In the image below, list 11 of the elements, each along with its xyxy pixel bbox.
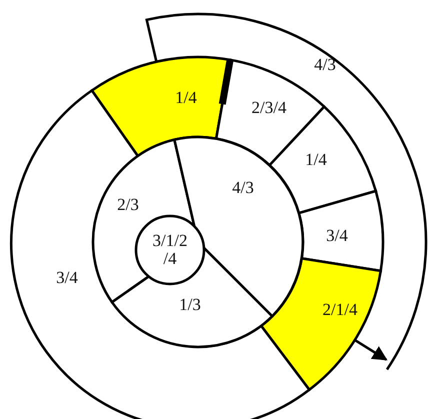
fraction-label: 3/1/2 /4 bbox=[148, 232, 192, 268]
fraction-label: 2/3 bbox=[117, 196, 139, 214]
fraction-label: 2/3/4 bbox=[252, 99, 286, 117]
fraction-label: 4/3 bbox=[314, 56, 336, 74]
fraction-label: 1/3 bbox=[179, 296, 201, 314]
fraction-label: 3/4 bbox=[326, 227, 348, 245]
fraction-label: 1/4 bbox=[175, 89, 197, 107]
fraction-label: 4/3 bbox=[232, 179, 254, 197]
fraction-label: 1/4 bbox=[305, 151, 327, 169]
fraction-label: 3/4 bbox=[56, 269, 78, 287]
fraction-label: 2/1/4 bbox=[322, 301, 358, 319]
